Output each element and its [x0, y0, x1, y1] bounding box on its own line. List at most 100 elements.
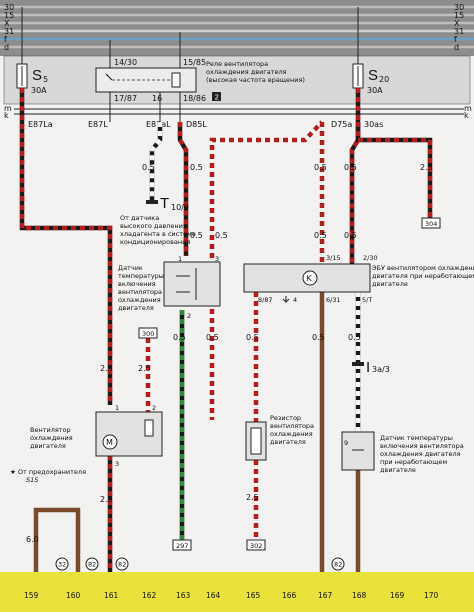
fan-pin-1: 1	[115, 404, 119, 412]
temp-sensor-pin-2: 2	[187, 312, 191, 320]
ref-82b: 82	[118, 561, 126, 569]
footer-num-167: 167	[318, 591, 333, 600]
wire-size-30as: 0.5	[344, 163, 357, 172]
relay-pin-15-85: 15/85	[183, 58, 206, 67]
wire-ground-6	[33, 507, 81, 572]
relay-coil	[171, 72, 181, 88]
ecu-title-1: ЭБУ вентилятором охлаждения	[372, 264, 474, 272]
ground-label-m-right: m	[464, 104, 472, 113]
temp-sensor-body	[163, 261, 221, 307]
wire-e87la-base	[19, 88, 113, 405]
ref-32: 32	[58, 561, 66, 569]
reference-tags: 304 300 297 302	[138, 217, 441, 551]
wire-304-stripe	[355, 122, 433, 218]
wire-30as-stripe	[349, 88, 361, 264]
bus-label-x-right: X	[454, 19, 460, 28]
connector-i3a-3-name: I	[366, 359, 370, 376]
ref-302-tag	[246, 539, 266, 551]
bottom-refs: 32 82 82 82	[55, 557, 345, 571]
wire-size-300: 2.5	[138, 364, 151, 373]
ecu-pin-2-30: 2/30	[363, 254, 378, 262]
pressure-note-2: высокого давления	[120, 222, 187, 230]
fan-pin-2: 2	[152, 404, 156, 412]
connector-labels: E87La E87L E87aL D85L D75a 30as	[28, 120, 383, 129]
wire-size-fan-ground: 2.5	[100, 495, 113, 504]
connector-d85l: D85L	[186, 120, 207, 129]
footer-num-166: 166	[282, 591, 297, 600]
wire-size-30as-2: 0.5	[344, 231, 357, 240]
footer-num-162: 162	[142, 591, 157, 600]
wire-size-labels: 0.5 0.5 0.5 0.5 2.5 0.5 0.5 0.5 0.5 2.5 …	[26, 163, 433, 544]
relay-badge-text: 2	[215, 94, 219, 102]
ref-82c-circle	[331, 557, 345, 571]
wire-size-212-2: 0.5	[206, 333, 219, 342]
footnote-line-2: S15	[26, 476, 38, 484]
ground-label-m: m	[4, 104, 12, 113]
wire-30as	[349, 88, 361, 264]
ref-82b-circle	[115, 557, 129, 571]
relay-contact	[105, 73, 113, 81]
fan-motor-text: M	[106, 438, 113, 447]
relay-body	[95, 67, 197, 93]
temp-sensor-2: 9 Датчик температуры включения вентилято…	[341, 431, 464, 474]
relay-pin-17-87: 17/87	[114, 94, 137, 103]
temp-sensor-title-2: температуры	[118, 272, 164, 280]
pressure-note-3: хладагента в системе	[120, 230, 196, 238]
temp-sensor-2-body	[341, 431, 375, 471]
temp-sensor-2-title-4: при неработающем	[380, 458, 447, 466]
ecu-pin-8-87: 8/87	[258, 296, 273, 304]
wire-pressure-stripe	[149, 122, 163, 200]
wire-size-5t: 0.5	[348, 333, 361, 342]
pressure-note-1: От датчика	[120, 214, 159, 222]
bus-label-d-right: d	[454, 43, 459, 52]
wire-e87la	[19, 88, 113, 405]
footer-num-169: 169	[390, 591, 405, 600]
fuse-s5-name: S	[32, 67, 42, 84]
wire-size-8-87: 0.5	[246, 333, 259, 342]
wire-304	[355, 122, 433, 218]
ecu-pin-5t: 5/T	[362, 296, 372, 304]
wire-size-212: 0.5	[215, 231, 228, 240]
wire-d85l	[177, 122, 189, 256]
footer-band	[0, 572, 474, 612]
ecu-pin-4-arrow	[282, 296, 290, 304]
connector-30as: 30as	[364, 120, 383, 129]
bus-label-15-left: 15	[4, 11, 14, 20]
fuse-s5-sub: 5	[43, 75, 48, 84]
temp-sensor-2-title-2: включения вентилятора	[380, 442, 464, 450]
ref-82a: 82	[88, 561, 96, 569]
ground-lines: m k m k	[4, 104, 472, 120]
relay-pin-16: 16	[152, 94, 162, 103]
bus-label-f-right: f	[454, 35, 457, 44]
wire-e87la-stripe	[19, 88, 113, 405]
wire-size-d75a-2: 0.5	[314, 231, 327, 240]
ecu-k-text: K	[307, 274, 313, 283]
resistor-title-2: вентилятора	[270, 422, 314, 430]
wire-size-d85l: 0.5	[190, 163, 203, 172]
footnote: ★ От предохранителя S15	[10, 468, 86, 484]
ref-82a-circle	[85, 557, 99, 571]
connector-e87la: E87La	[28, 120, 53, 129]
power-bus: 30 15 X 31 f d 30 15 X 31 f d	[0, 0, 474, 56]
fuse-s5-rating: 30A	[31, 86, 47, 95]
fuse-s20-name: S	[368, 67, 378, 84]
footer-num-161: 161	[104, 591, 119, 600]
fan-title-3: двигателя	[30, 442, 66, 450]
connector-t10-9-name: T	[160, 195, 169, 212]
wire-d75a-loop-stripe	[209, 120, 324, 258]
ref-82c: 82	[334, 561, 342, 569]
relay-title-1: Реле вентилятора	[206, 60, 268, 68]
wire-size-ground-6: 6.0	[26, 535, 39, 544]
bus-label-31-right: 31	[454, 27, 464, 36]
temp-sensor-pin-3: 3	[215, 255, 219, 263]
footer-num-170: 170	[424, 591, 439, 600]
ref-297-tag	[172, 539, 192, 551]
temp-sensor-title-4: вентилятора	[118, 288, 162, 296]
wire-size-fan-feed: 2.5	[100, 364, 113, 373]
fan-title-1: Вентилятор	[30, 426, 71, 434]
wire-d75a-loop-base	[209, 120, 324, 258]
connector-t10-9-bar	[146, 200, 158, 204]
ref-32-circle	[55, 557, 69, 571]
ref-302: 302	[250, 542, 262, 550]
